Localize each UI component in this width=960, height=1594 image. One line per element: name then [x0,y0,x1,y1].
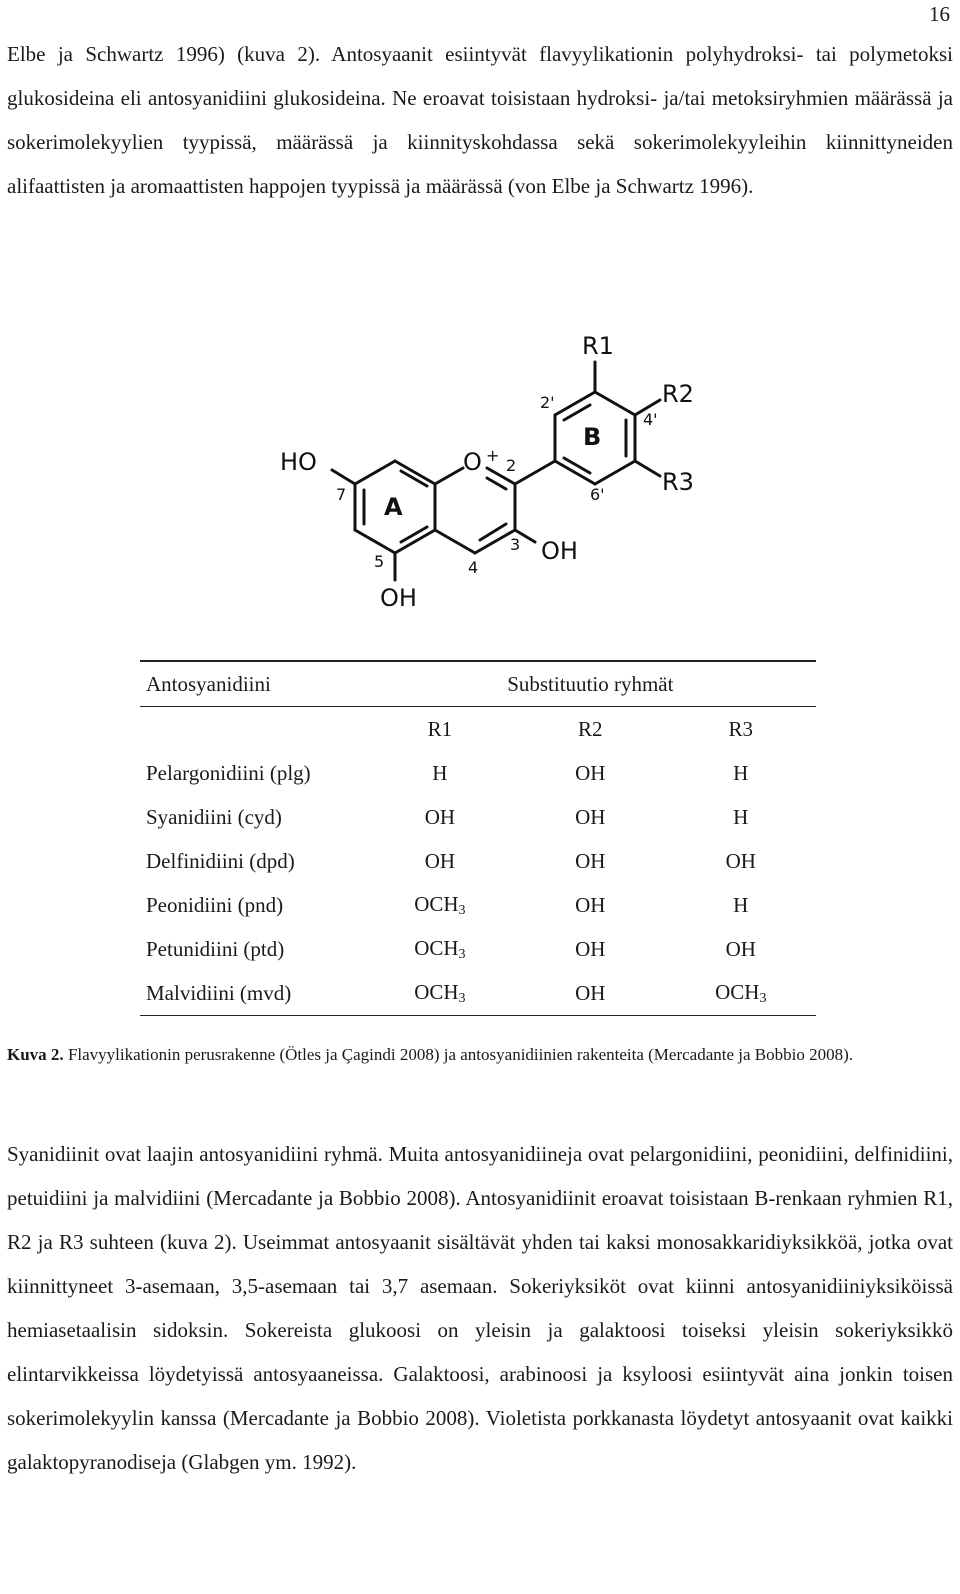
position-4-prime: 4' [643,410,658,429]
position-2: 2 [506,456,516,475]
intro-paragraph: Elbe ja Schwartz 1996) (kuva 2). Antosya… [7,42,953,198]
figure-caption: Kuva 2. Flavyylikationin perusrakenne (Ö… [7,1042,953,1068]
table-row: Petunidiini (ptd) OCH3 OH OH [140,927,816,971]
plus-charge: + [486,446,499,465]
bond [593,459,637,486]
cell-r1: H [432,760,448,785]
cell-r2: OH [575,892,606,917]
cell-r3: H [733,804,749,829]
position-2-prime: 2' [540,393,555,412]
table-row: Delfinidiini (dpd) OH OH OH [140,839,816,883]
bond [633,398,662,417]
oh-label-3: OH [541,537,578,565]
bond [433,466,465,486]
cell-r3: OH [725,936,756,961]
ring-b-label: B [583,423,601,451]
caption-label: Kuva 2. [7,1045,64,1064]
bond [513,528,537,544]
column-header-r1: R1 [427,716,453,741]
bond [353,459,397,486]
row-name: Syanidiini (cyd) [146,804,282,829]
bond [478,522,508,542]
bond [513,459,557,486]
bond [485,476,508,491]
table-row: Syanidiini (cyd) OH OH H [140,795,816,839]
bond [553,459,597,486]
bond [330,468,357,486]
oh-label-5: OH [380,584,417,612]
cell-r3: OCH3 [666,971,816,1016]
cell-r1: OCH3 [365,971,515,1016]
cell-r2: OH [575,804,606,829]
bond [393,528,437,555]
oxygen-label: O [463,448,482,476]
bond [473,528,517,555]
column-header-substitution-groups: Substituutio ryhmät [507,671,674,696]
row-name: Delfinidiini (dpd) [146,848,295,873]
cell-r2: OH [575,848,606,873]
bond [353,528,397,555]
flavylium-structure-diagram: R1 R2 R3 HO O OH OH 2' 4' 6' 7 + 2 3 4 5… [280,332,694,612]
bond [399,525,429,544]
cell-r1-subscript: 3 [458,902,466,918]
bond [553,390,597,417]
caption-text: Flavyylikationin perusrakenne (Ötles ja … [63,1045,854,1064]
table-subheader-row: R1 R2 R3 [140,706,816,752]
cell-r3-subscript: 3 [759,990,767,1006]
page-number: 16 [929,2,950,26]
cell-r1-text: OCH [414,979,459,1004]
body-paragraph: Syanidiinit ovat laajin antosyanidiini r… [7,1142,953,1474]
bond [633,459,662,478]
bond [433,528,477,555]
cell-r2: OH [575,936,606,961]
table-row: Peonidiini (pnd) OCH3 OH H [140,883,816,927]
bond [393,459,437,486]
r3-label: R3 [662,468,694,496]
position-4: 4 [468,558,478,577]
cell-r1: OH [424,848,456,873]
bond [399,469,429,488]
cell-r1: OCH3 [365,927,515,971]
column-header-r2: R2 [578,716,603,741]
cell-r1: OH [424,804,456,829]
cell-r1-subscript: 3 [458,946,466,962]
bond [593,390,637,417]
ho-label-7: HO [280,448,317,476]
cell-r3-text: OCH [715,979,760,1004]
position-3: 3 [510,535,520,554]
position-7: 7 [336,485,346,504]
cell-r3: H [733,892,749,917]
ring-a-label: A [384,493,403,521]
table-header-row: Antosyanidiini Substituutio ryhmät [140,661,816,707]
bond [485,466,517,486]
cell-r2: OH [575,980,606,1005]
row-name: Petunidiini (ptd) [146,936,285,961]
row-name: Pelargonidiini (plg) [146,760,311,785]
position-5: 5 [374,552,384,571]
cell-r3: H [733,760,749,785]
table-row: Malvidiini (mvd) OCH3 OH OCH3 [140,971,816,1016]
bond [562,403,592,422]
cell-r1-text: OCH [414,935,459,960]
r1-label: R1 [582,332,614,360]
r2-label: R2 [662,380,694,408]
row-name: Malvidiini (mvd) [146,980,292,1005]
bond [562,456,592,475]
cell-r2: OH [575,760,606,785]
column-header-anthocyanidin: Antosyanidiini [146,671,271,696]
cell-r1-text: OCH [414,891,459,916]
empty-cell [140,707,365,752]
position-6-prime: 6' [590,485,605,504]
row-name: Peonidiini (pnd) [146,892,284,917]
cell-r1-subscript: 3 [458,990,466,1006]
cell-r3: OH [725,848,756,873]
column-header-r3: R3 [728,716,754,741]
cell-r1: OCH3 [365,883,515,927]
anthocyanidin-table: Antosyanidiini Substituutio ryhmät R1 R2… [140,660,816,1016]
table-row: Pelargonidiini (plg) H OH H [140,751,816,795]
